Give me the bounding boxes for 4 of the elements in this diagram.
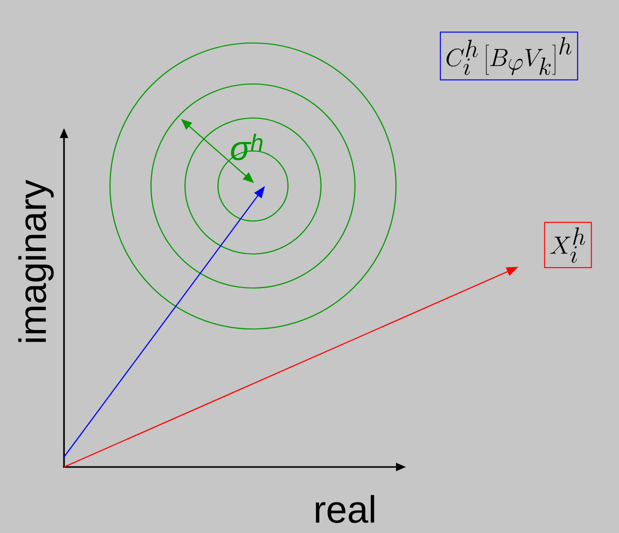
formula-box: $C_i^h\left[B_\varphi V_k\right]^h$ [440, 32, 578, 80]
formula-box: $X_i^h$ [544, 222, 592, 268]
axis-label: real [316, 495, 374, 523]
axis-label: imaginary [18, 180, 54, 342]
